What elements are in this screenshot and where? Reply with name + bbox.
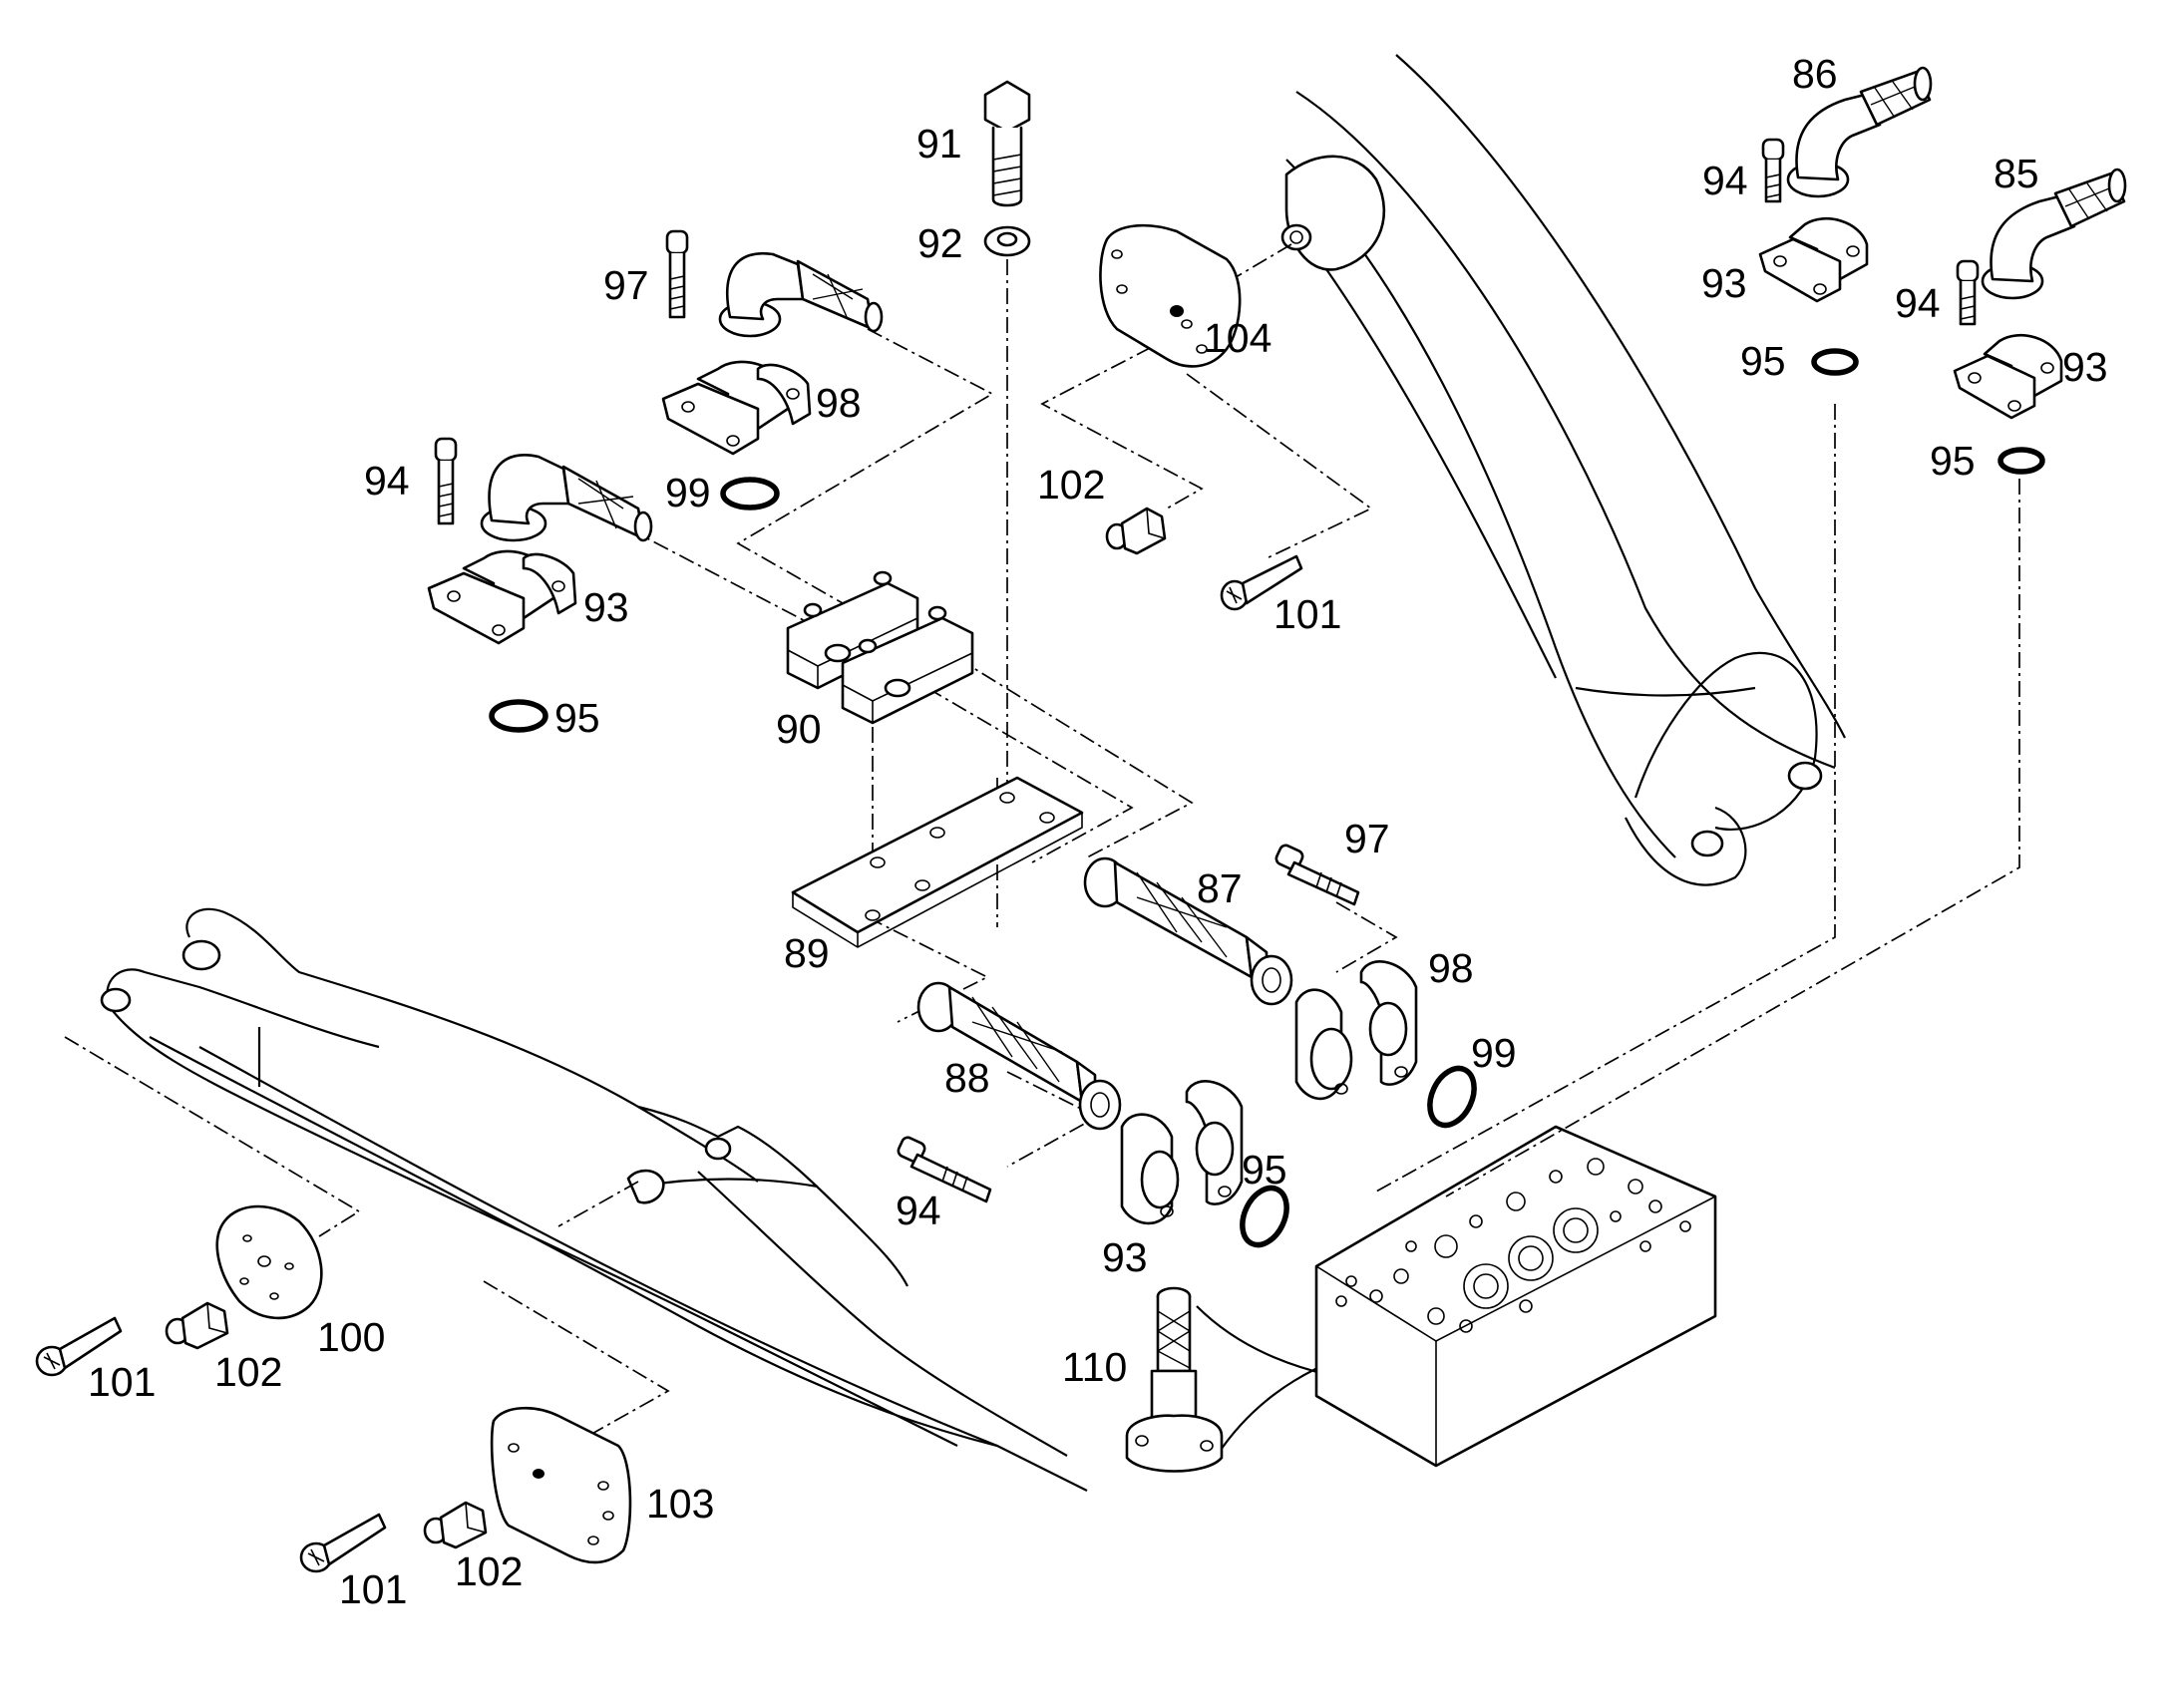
part-94-screw-r xyxy=(1956,259,1980,326)
part-93-flange-r xyxy=(1953,333,2063,420)
part-100-disc xyxy=(215,1204,323,1320)
label-110: 110 xyxy=(1062,1344,1127,1390)
label-99-right: 99 xyxy=(1471,1030,1517,1076)
label-87: 87 xyxy=(1197,865,1243,911)
label-102-bottom: 102 xyxy=(455,1548,523,1594)
part-101-bolt-mid xyxy=(1220,554,1303,611)
label-98: 98 xyxy=(816,380,862,426)
label-99: 99 xyxy=(665,470,711,515)
part-97-screw-right xyxy=(1274,844,1360,906)
valve-block xyxy=(1314,1125,1717,1468)
label-92: 92 xyxy=(917,220,963,266)
label-101-left: 101 xyxy=(88,1359,156,1405)
part-98-flange xyxy=(661,360,812,456)
label-104: 104 xyxy=(1204,315,1272,361)
label-85: 85 xyxy=(1994,151,2039,196)
part-103-cover xyxy=(490,1406,632,1564)
elbow-hose-lower xyxy=(480,454,653,542)
label-95: 95 xyxy=(554,695,600,741)
label-86: 86 xyxy=(1792,51,1838,97)
label-93: 93 xyxy=(583,584,629,630)
label-98-right: 98 xyxy=(1428,945,1474,991)
part-101-bolt-left xyxy=(35,1316,123,1377)
label-97: 97 xyxy=(603,262,649,308)
part-102-nipple-mid xyxy=(1105,507,1167,555)
label-100: 100 xyxy=(317,1314,385,1360)
label-94-bottom: 94 xyxy=(896,1188,941,1233)
label-94: 94 xyxy=(364,458,410,504)
part-91-bolt xyxy=(983,80,1031,207)
label-101-bottom: 101 xyxy=(339,1566,407,1612)
part-89-plate xyxy=(791,776,1084,948)
leader-lines xyxy=(64,243,2020,1437)
part-86-hose xyxy=(1786,66,1933,198)
label-93-r: 93 xyxy=(2062,344,2108,390)
part-98-flange-right xyxy=(1294,960,1418,1101)
part-110-hose xyxy=(1125,1286,1224,1473)
label-88: 88 xyxy=(944,1055,990,1101)
boom-arm xyxy=(1280,54,1846,886)
part-92-washer xyxy=(983,225,1031,257)
part-88-hose xyxy=(916,981,1122,1131)
label-93-tr: 93 xyxy=(1701,260,1747,306)
label-95-bottom: 95 xyxy=(1242,1147,1287,1193)
label-103: 103 xyxy=(646,1481,714,1527)
elbow-hose-upper xyxy=(718,251,884,338)
part-85-hose xyxy=(1981,168,2127,300)
part-97-screw xyxy=(665,229,689,319)
part-102-nipple-bottom xyxy=(423,1501,488,1549)
part-93-flange-bottom xyxy=(1120,1080,1244,1225)
label-90: 90 xyxy=(776,706,822,752)
part-94-screw-tr xyxy=(1761,138,1785,203)
part-99-oring xyxy=(720,477,780,511)
label-97-right: 97 xyxy=(1344,816,1390,861)
part-93-flange-left xyxy=(427,549,577,645)
part-95-oring-tr xyxy=(1811,348,1859,376)
label-94-tr: 94 xyxy=(1702,158,1748,203)
label-91: 91 xyxy=(916,121,962,167)
label-95-tr: 95 xyxy=(1740,338,1786,384)
part-95-oring-left xyxy=(489,699,548,733)
part-104-cover xyxy=(1099,223,1242,368)
part-93-flange-tr xyxy=(1758,216,1869,303)
label-95-r: 95 xyxy=(1930,438,1976,484)
part-99-oring-right xyxy=(1427,1065,1477,1129)
part-101-bolt-bottom xyxy=(299,1513,387,1573)
part-90-clamp-blocks xyxy=(786,570,974,725)
part-94-screw-bottom xyxy=(897,1136,992,1203)
part-95-oring-bottom xyxy=(1240,1185,1289,1248)
part-labels: 86 85 91 92 97 98 99 94 93 95 90 89 104 … xyxy=(88,51,2108,1612)
part-102-nipple-left xyxy=(165,1301,229,1350)
part-87-hose xyxy=(1083,856,1293,1006)
label-93-bottom: 93 xyxy=(1102,1234,1148,1280)
label-89: 89 xyxy=(784,930,830,976)
label-102-left: 102 xyxy=(214,1349,282,1395)
part-95-oring-r xyxy=(1998,447,2045,475)
label-94-r: 94 xyxy=(1895,280,1941,326)
label-101: 101 xyxy=(1273,591,1341,637)
part-94-screw xyxy=(434,437,458,525)
label-102: 102 xyxy=(1037,462,1105,508)
